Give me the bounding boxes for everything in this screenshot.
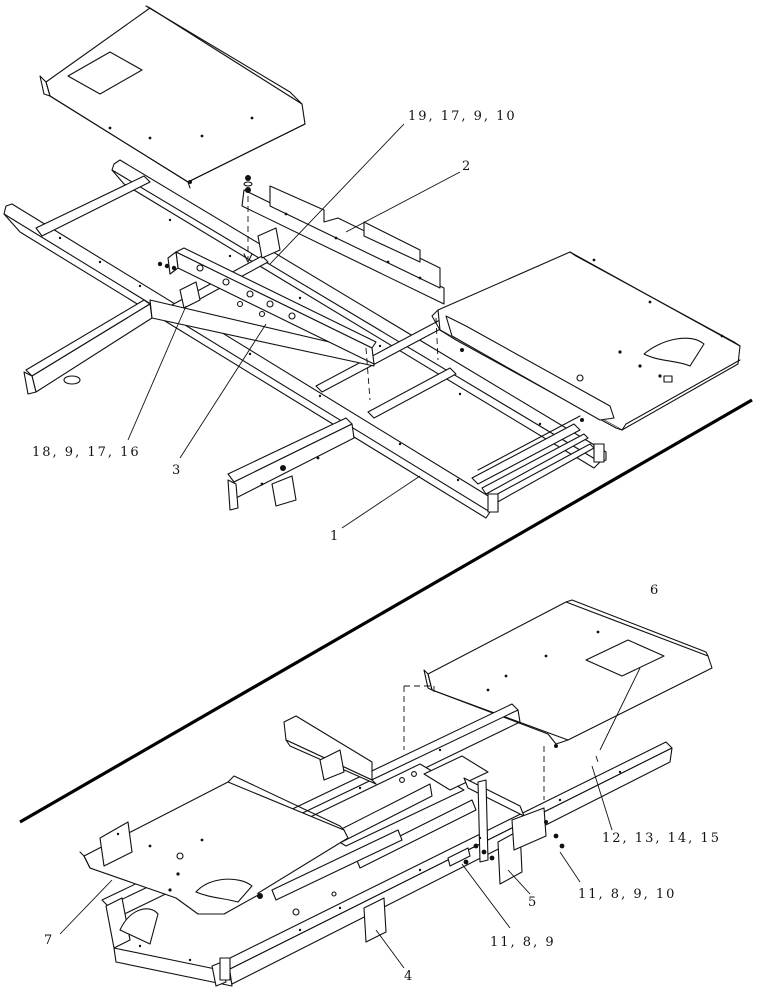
callout-1: 1 (330, 529, 340, 544)
view-divider-line (19, 398, 753, 824)
callout-2: 2 (462, 159, 472, 174)
bracket-part-2 (241, 185, 445, 305)
callout-3: 3 (172, 463, 182, 478)
callout-18-9-17-16: 18, 9, 17, 16 (32, 445, 141, 460)
bracket-plates (363, 807, 565, 943)
callout-7: 7 (44, 933, 54, 948)
callout-4: 4 (404, 969, 414, 984)
callout-11-8-9-10: 11, 8, 9, 10 (578, 887, 676, 902)
channel-part-3 (157, 227, 377, 365)
callout-12-13-14-15: 12, 13, 14, 15 (602, 831, 721, 846)
floor-plate-part-6 (423, 599, 713, 748)
lower-assembly (59, 599, 713, 987)
front-outrigger (227, 417, 355, 511)
floor-plate-upper (39, 5, 306, 189)
floor-plate-part-7 (79, 775, 349, 915)
floor-plate-right (431, 251, 741, 431)
left-end (105, 897, 233, 987)
main-frame (3, 159, 607, 519)
callout-labels: 19, 17, 9, 10 2 18, 9, 17, 16 3 1 6 12, … (32, 109, 721, 984)
callout-6: 6 (650, 583, 660, 598)
upper-assembly (3, 5, 741, 529)
upper-hardware (243, 175, 439, 401)
callout-19-17-9-10: 19, 17, 9, 10 (408, 109, 517, 124)
callout-11-8-9: 11, 8, 9 (490, 935, 556, 950)
callout-5: 5 (528, 895, 538, 910)
left-outrigger (23, 299, 375, 395)
